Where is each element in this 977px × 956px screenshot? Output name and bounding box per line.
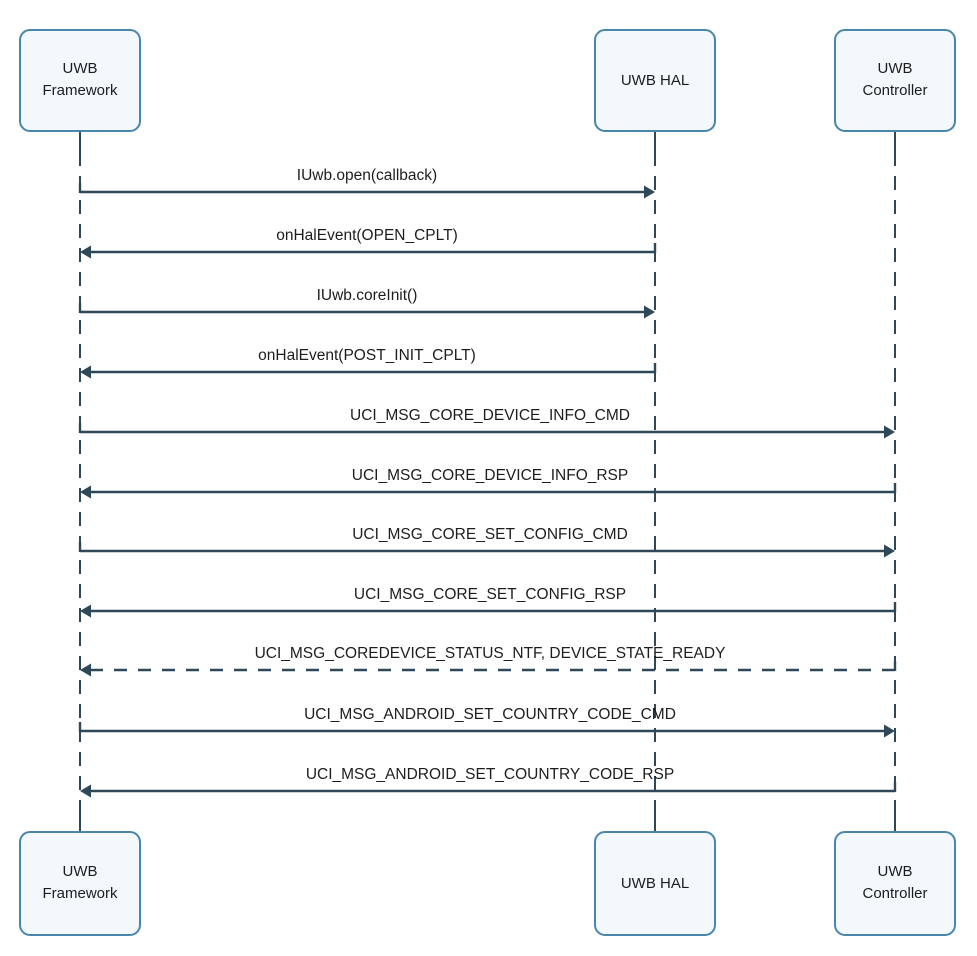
message-2-label: onHalEvent(OPEN_CPLT) (276, 227, 457, 244)
participant-box-controller-bottom-rect (834, 831, 956, 936)
participant-label-controller-top-line1: UWB (878, 60, 913, 77)
participant-label-controller-top-line2: Controller (862, 82, 927, 99)
participant-label-controller-bottom-line2: Controller (862, 885, 927, 902)
message-1-arrow-head (644, 185, 655, 199)
participant-label-framework-bottom-line1: UWB (63, 863, 98, 880)
message-3-label: IUwb.coreInit() (317, 287, 418, 304)
message-7-arrow-head (884, 544, 895, 558)
message-9-arrow-head (80, 663, 91, 677)
message-5-label: UCI_MSG_CORE_DEVICE_INFO_CMD (350, 407, 630, 424)
participant-box-framework-bottom-rect (19, 831, 141, 936)
message-4: onHalEvent(POST_INIT_CPLT) (80, 347, 657, 379)
message-10: UCI_MSG_ANDROID_SET_COUNTRY_CODE_CMD (78, 706, 895, 738)
participant-box-hal-top-rect (594, 29, 716, 132)
messages-layer: IUwb.open(callback) onHalEvent(OPEN_CPLT)… (78, 167, 897, 798)
participant-box-controller-top[interactable]: UWB Controller (834, 29, 956, 132)
participant-boxes-top: UWB Framework UWB HAL UWB Controller (19, 29, 956, 132)
participant-boxes-bottom: UWB Framework UWB HAL UWB Controller (19, 831, 956, 936)
message-11-arrow-head (80, 784, 91, 798)
participant-label-hal-bottom-line1: UWB HAL (621, 875, 689, 892)
message-6: UCI_MSG_CORE_DEVICE_INFO_RSP (80, 467, 897, 499)
message-4-arrow-head (80, 365, 91, 379)
message-11-label: UCI_MSG_ANDROID_SET_COUNTRY_CODE_RSP (306, 766, 674, 783)
message-5-arrow-head (884, 425, 895, 439)
participant-box-framework-top-rect (19, 29, 141, 132)
message-6-label: UCI_MSG_CORE_DEVICE_INFO_RSP (352, 467, 629, 484)
message-10-arrow-head (884, 724, 895, 738)
message-3-arrow-head (644, 305, 655, 319)
participant-label-hal-top-line1: UWB HAL (621, 72, 689, 89)
message-11: UCI_MSG_ANDROID_SET_COUNTRY_CODE_RSP (80, 766, 897, 798)
message-10-label: UCI_MSG_ANDROID_SET_COUNTRY_CODE_CMD (304, 706, 676, 723)
message-9-label: UCI_MSG_COREDEVICE_STATUS_NTF, DEVICE_ST… (255, 645, 726, 662)
participant-box-framework-bottom[interactable]: UWB Framework (19, 831, 141, 936)
message-9: UCI_MSG_COREDEVICE_STATUS_NTF, DEVICE_ST… (80, 645, 897, 677)
message-1-label: IUwb.open(callback) (297, 167, 437, 184)
participant-label-framework-bottom-line2: Framework (42, 885, 118, 902)
message-3: IUwb.coreInit() (78, 287, 655, 319)
participant-box-framework-top[interactable]: UWB Framework (19, 29, 141, 132)
participant-label-controller-bottom-line1: UWB (878, 863, 913, 880)
message-4-label: onHalEvent(POST_INIT_CPLT) (258, 347, 476, 364)
participant-label-framework-top-line2: Framework (42, 82, 118, 99)
message-7-label: UCI_MSG_CORE_SET_CONFIG_CMD (352, 526, 628, 543)
participant-box-hal-bottom[interactable]: UWB HAL (594, 831, 716, 936)
message-8-label: UCI_MSG_CORE_SET_CONFIG_RSP (354, 586, 626, 603)
participant-box-hal-bottom-rect (594, 831, 716, 936)
participant-box-controller-bottom[interactable]: UWB Controller (834, 831, 956, 936)
message-6-arrow-head (80, 485, 91, 499)
message-8: UCI_MSG_CORE_SET_CONFIG_RSP (80, 586, 897, 618)
participant-box-controller-top-rect (834, 29, 956, 132)
message-7: UCI_MSG_CORE_SET_CONFIG_CMD (78, 526, 895, 558)
message-2: onHalEvent(OPEN_CPLT) (80, 227, 657, 259)
message-1: IUwb.open(callback) (78, 167, 655, 199)
participant-label-framework-top-line1: UWB (63, 60, 98, 77)
message-2-arrow-head (80, 245, 91, 259)
message-5: UCI_MSG_CORE_DEVICE_INFO_CMD (78, 407, 895, 439)
lifelines (79, 131, 896, 832)
participant-box-hal-top[interactable]: UWB HAL (594, 29, 716, 132)
message-8-arrow-head (80, 604, 91, 618)
